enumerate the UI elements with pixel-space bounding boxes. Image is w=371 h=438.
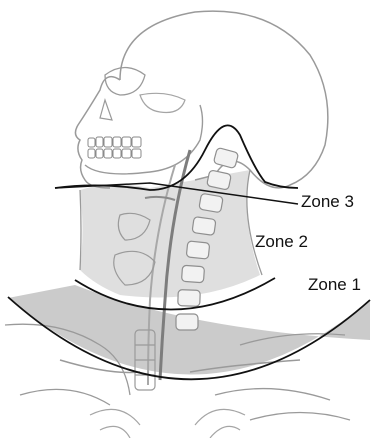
nasal-cavity: [100, 100, 112, 120]
neck-shaded-area: [80, 170, 260, 298]
zone-2-label: Zone 2: [255, 233, 308, 250]
teeth: [88, 137, 141, 158]
zone-1-label: Zone 1: [308, 276, 361, 293]
neck-front-outline: [80, 190, 81, 270]
rib-sketch: [90, 409, 245, 438]
zone-3-label: Zone 3: [301, 193, 354, 210]
eye-socket: [105, 68, 145, 96]
cheekbone: [140, 93, 185, 112]
